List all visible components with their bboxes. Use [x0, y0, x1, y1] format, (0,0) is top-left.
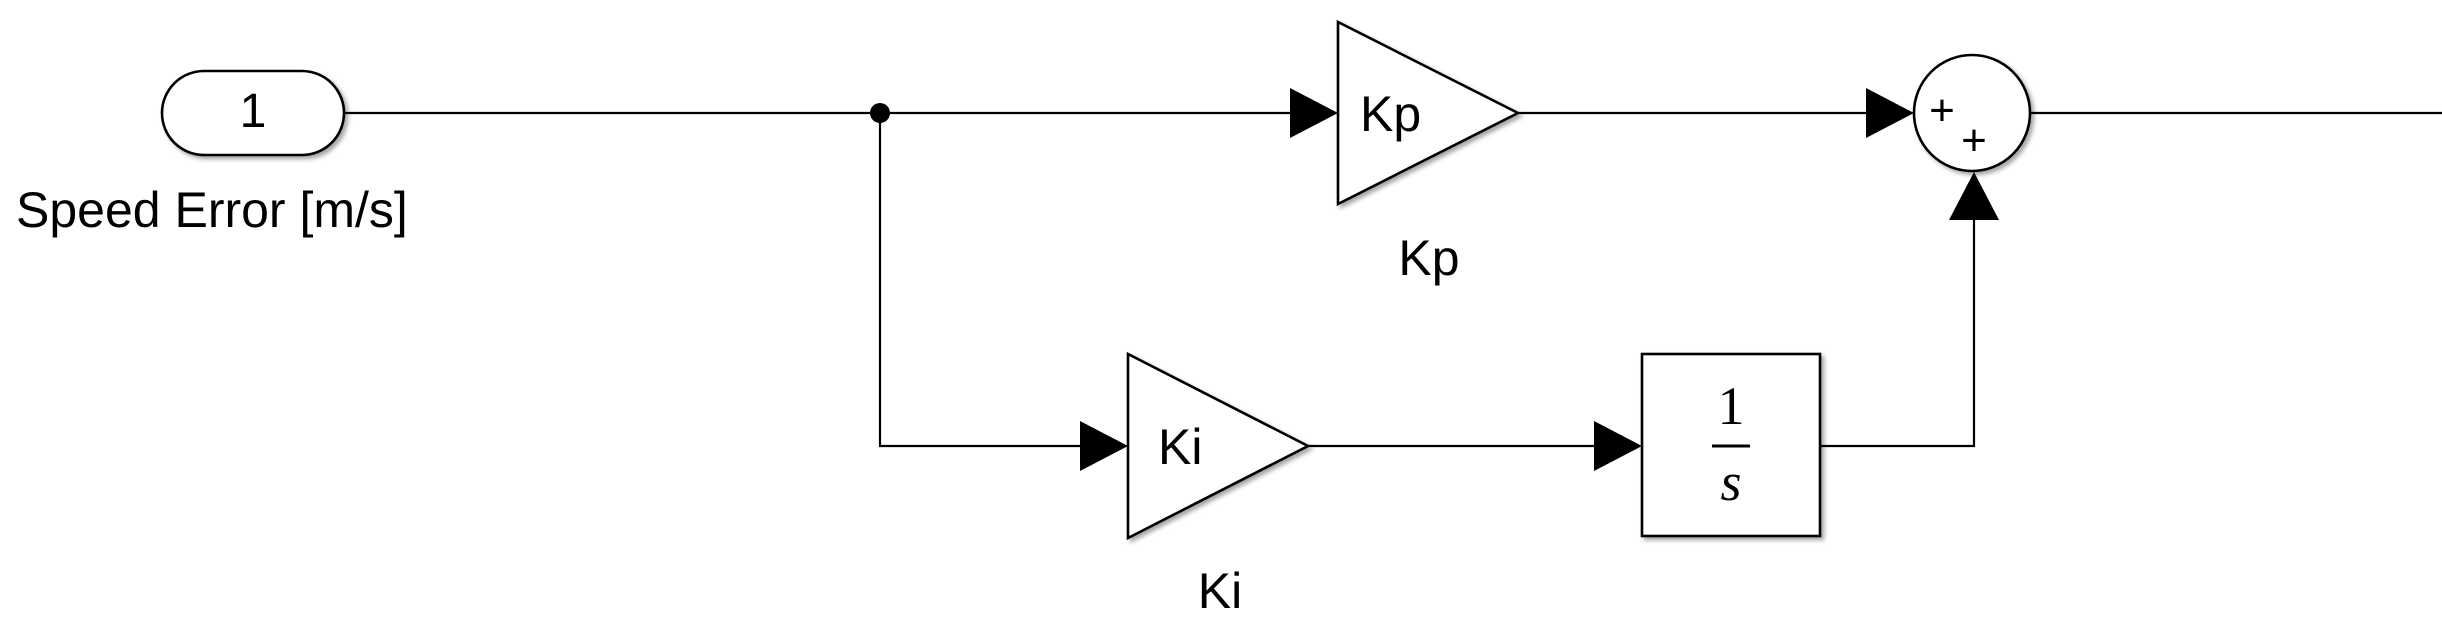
gain-ki-text: Ki	[1158, 419, 1202, 475]
gain-kp-text: Kp	[1360, 86, 1421, 142]
inport-block[interactable]: 1	[160, 69, 346, 157]
integrator-denominator: s	[1720, 452, 1741, 512]
branch-point	[870, 103, 890, 123]
inport-label: Speed Error [m/s]	[16, 182, 408, 238]
gain-ki-label: Ki	[1198, 563, 1242, 619]
arrowhead-sum-input-2	[1949, 172, 1999, 220]
sum-sign-2: +	[1961, 116, 1987, 165]
signal-line-integrator-to-sum[interactable]	[1820, 215, 1976, 448]
integrator-block[interactable]: 1 s	[1640, 352, 1822, 538]
arrowhead-kp-input	[1290, 88, 1338, 138]
integrator-numerator: 1	[1718, 376, 1745, 436]
arrowhead-ki-input	[1080, 421, 1128, 471]
signal-line-branch-ki[interactable]	[878, 113, 1090, 448]
gain-kp-label: Kp	[1398, 230, 1459, 286]
gain-block-ki[interactable]: Ki	[1126, 351, 1311, 541]
inport-port-number: 1	[240, 85, 267, 138]
arrowhead-integrator-input	[1594, 421, 1642, 471]
gain-block-kp[interactable]: Kp	[1336, 19, 1521, 207]
arrowhead-sum-input-1	[1866, 88, 1914, 138]
sum-sign-1: +	[1929, 86, 1955, 135]
sum-block[interactable]: + +	[1912, 53, 2032, 173]
